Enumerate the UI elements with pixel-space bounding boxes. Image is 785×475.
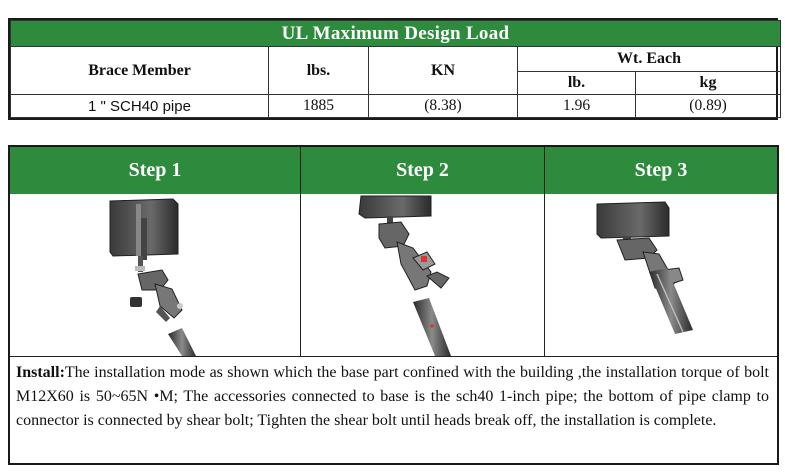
step-3-image [545, 194, 777, 356]
table-title: UL Maximum Design Load [9, 20, 782, 47]
cell-kn: (8.38) [368, 94, 518, 118]
header-lb: lb. [517, 71, 636, 95]
step-1-header: Step 1 [10, 147, 301, 194]
installation-steps-table: Step 1 Step 2 Step 3 [8, 145, 779, 465]
install-text: The installation mode as shown which the… [16, 364, 769, 429]
step-2-header: Step 2 [301, 147, 545, 194]
step-1-image [10, 194, 301, 356]
table-row: 1 " SCH40 pipe 1885 (8.38) 1.96 (0.89) [10, 94, 782, 118]
install-instructions: Install:The installation mode as shown w… [10, 357, 777, 433]
cell-lb: 1.96 [517, 94, 636, 118]
steps-image-row [10, 194, 777, 357]
header-brace-member: Brace Member [10, 46, 269, 95]
step-3-header: Step 3 [634, 159, 688, 181]
design-load-table: UL Maximum Design Load Brace Member lbs.… [8, 18, 782, 120]
header-kn: KN [368, 46, 518, 95]
header-wt-each: Wt. Each [516, 46, 782, 72]
steps-header-row: Step 1 Step 2 Step 3 [10, 147, 777, 195]
header-kg: kg [634, 71, 782, 95]
cell-kg: (0.89) [634, 94, 782, 118]
cell-lbs: 1885 [268, 94, 369, 118]
step-2-image [301, 194, 545, 356]
install-label: Install: [16, 364, 65, 381]
header-lbs: lbs. [268, 46, 369, 95]
cell-member: 1 " SCH40 pipe [10, 94, 269, 118]
